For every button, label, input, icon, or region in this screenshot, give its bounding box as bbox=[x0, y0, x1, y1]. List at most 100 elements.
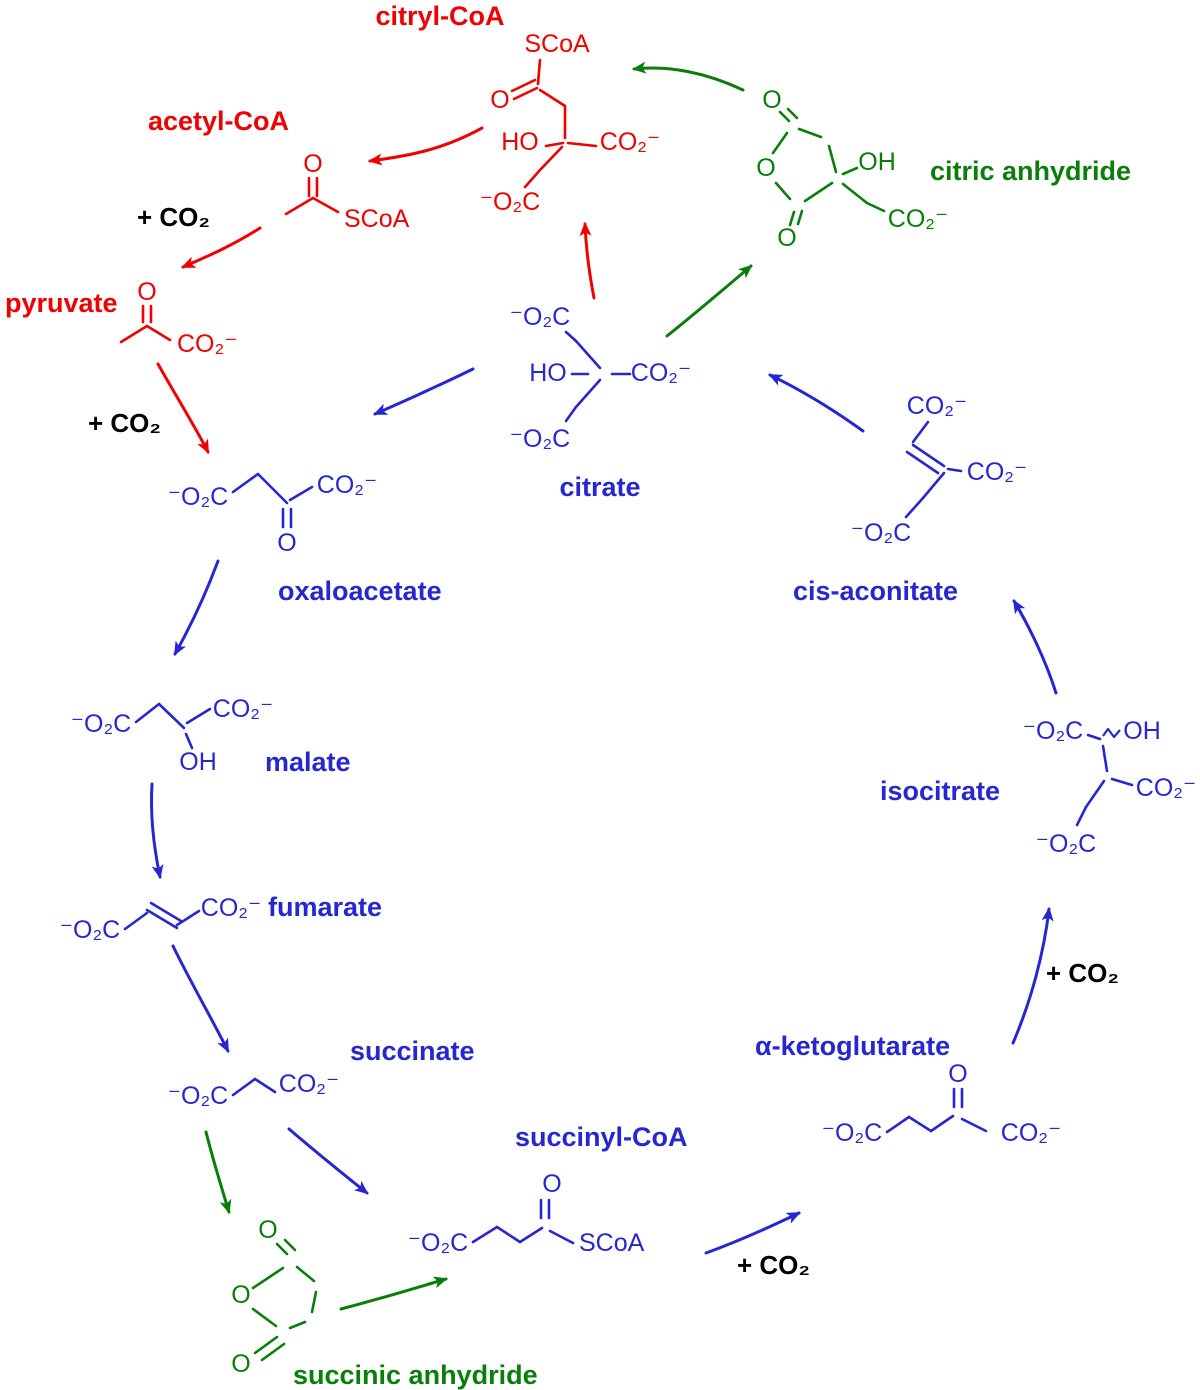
molecule-citrate: HO CO₂⁻ ⁻O₂C ⁻O₂C bbox=[510, 303, 691, 453]
alpha-ketoglutarate-skeleton bbox=[885, 1087, 988, 1134]
malate-label: malate bbox=[265, 747, 351, 777]
arrow-oxaloacetate-to-malate bbox=[173, 559, 220, 656]
molecule-isocitrate: ⁻O₂C OH CO₂⁻ ⁻O₂C bbox=[1023, 717, 1196, 858]
isocitrate-co2-right: CO₂⁻ bbox=[1136, 774, 1196, 802]
arrow-citrate-to-citric-anhydride bbox=[665, 264, 753, 338]
citric-anhydride-o-top: O bbox=[762, 86, 781, 114]
arrow-citric-anhydride-to-citryl-coa bbox=[632, 61, 745, 92]
pyruvate-co2: CO₂⁻ bbox=[177, 330, 237, 358]
citric-anhydride-co2: CO₂⁻ bbox=[888, 205, 948, 233]
acetyl-coa-carbonyl-o: O bbox=[303, 150, 322, 178]
arrow-alpha-ketoglutarate-to-isocitrate bbox=[1011, 907, 1054, 1045]
arrow-citrate-to-citryl-coa bbox=[579, 222, 596, 300]
oxaloacetate-label: oxaloacetate bbox=[278, 576, 442, 606]
arrow-isocitrate-to-cis-aconitate bbox=[1012, 599, 1058, 695]
plus-co2-succinylcoa-to-akg: + CO₂ bbox=[737, 1250, 810, 1280]
arrow-cis-aconitate-to-citrate bbox=[768, 373, 865, 433]
citrate-o2c-top: ⁻O₂C bbox=[510, 303, 570, 331]
cis-aconitate-o2c: ⁻O₂C bbox=[851, 519, 911, 547]
succinate-skeleton bbox=[231, 1077, 277, 1097]
arrow-malate-to-fumarate bbox=[149, 782, 164, 879]
arrow-pyruvate-to-oxaloacetate bbox=[156, 362, 210, 454]
citrate-skeleton bbox=[564, 330, 632, 423]
citrate-co2: CO₂⁻ bbox=[631, 359, 691, 387]
plus-co2-akg-to-isocitrate: + CO₂ bbox=[1046, 958, 1119, 988]
oxaloacetate-skeleton bbox=[231, 472, 314, 529]
citric-anhydride-ring-o: O bbox=[756, 154, 775, 182]
molecule-succinic-anhydride: O O O bbox=[231, 1216, 318, 1378]
cis-aconitate-co2-top: CO₂⁻ bbox=[907, 392, 967, 420]
cis-aconitate-label: cis-aconitate bbox=[793, 576, 958, 606]
plus-co2-pyruvate-to-oxaloacetate: + CO₂ bbox=[88, 408, 161, 438]
citryl-coa-co2: CO₂⁻ bbox=[600, 128, 660, 156]
succinate-label: succinate bbox=[350, 1036, 475, 1066]
molecule-alpha-ketoglutarate: ⁻O₂C O CO₂⁻ bbox=[822, 1060, 1061, 1147]
malate-o2c: ⁻O₂C bbox=[71, 710, 131, 738]
succinyl-coa-o2c: ⁻O₂C bbox=[408, 1229, 468, 1257]
arrow-acetyl-coa-to-pyruvate bbox=[181, 226, 262, 269]
succinic-anhydride-label: succinic anhydride bbox=[293, 1360, 538, 1390]
citryl-coa-label: citryl-CoA bbox=[375, 1, 504, 31]
arrow-succinyl-coa-to-alpha-ketoglutarate bbox=[704, 1211, 801, 1255]
citryl-coa-carbonyl-o: O bbox=[490, 86, 509, 114]
succinate-o2c: ⁻O₂C bbox=[168, 1082, 228, 1110]
cis-aconitate-skeleton bbox=[904, 420, 963, 519]
succinic-anhydride-o-top: O bbox=[258, 1216, 277, 1244]
citric-anhydride-skeleton bbox=[771, 107, 886, 227]
alpha-ketoglutarate-o2c: ⁻O₂C bbox=[822, 1119, 882, 1147]
oxaloacetate-co2: CO₂⁻ bbox=[317, 471, 377, 499]
acetyl-coa-label: acetyl-CoA bbox=[148, 106, 289, 136]
alpha-ketoglutarate-keto-o: O bbox=[948, 1060, 967, 1088]
alpha-ketoglutarate-co2: CO₂⁻ bbox=[1001, 1119, 1061, 1147]
fumarate-skeleton bbox=[123, 901, 201, 931]
citrate-o2c-bottom: ⁻O₂C bbox=[510, 425, 570, 453]
arrow-succinate-to-succinyl-coa bbox=[287, 1127, 369, 1195]
arrow-citrate-to-oxaloacetate bbox=[373, 367, 475, 416]
pyruvate-skeleton bbox=[119, 304, 172, 344]
plus-co2-acetyl-to-pyruvate: + CO₂ bbox=[137, 202, 210, 232]
compound-labels: citryl-CoA acetyl-CoA pyruvate citrate c… bbox=[5, 1, 1131, 1390]
malate-skeleton bbox=[134, 702, 212, 750]
citrate-label: citrate bbox=[559, 472, 640, 502]
molecule-cis-aconitate: CO₂⁻ CO₂⁻ ⁻O₂C bbox=[851, 392, 1027, 547]
molecule-succinyl-coa: ⁻O₂C O SCoA bbox=[408, 1170, 645, 1257]
citryl-coa-ho: HO bbox=[501, 128, 539, 156]
malate-co2: CO₂⁻ bbox=[213, 695, 273, 723]
succinic-anhydride-o-bottom: O bbox=[231, 1350, 250, 1378]
reaction-arrows bbox=[149, 61, 1058, 1311]
succinyl-coa-scoa: SCoA bbox=[579, 1229, 645, 1257]
fumarate-label: fumarate bbox=[268, 892, 382, 922]
citryl-coa-skeleton bbox=[510, 58, 598, 189]
molecule-acetyl-coa: O SCoA bbox=[284, 150, 410, 233]
arrow-succinate-to-succinic-anhydride bbox=[204, 1130, 232, 1214]
fumarate-co2: CO₂⁻ bbox=[201, 894, 261, 922]
oxaloacetate-keto-o: O bbox=[277, 529, 296, 557]
alpha-ketoglutarate-label: α-ketoglutarate bbox=[755, 1031, 950, 1061]
isocitrate-o2c-bottom: ⁻O₂C bbox=[1036, 830, 1096, 858]
malate-oh: OH bbox=[179, 748, 217, 776]
citryl-coa-o2c: ⁻O₂C bbox=[480, 188, 540, 216]
molecule-fumarate: ⁻O₂C CO₂⁻ bbox=[60, 894, 261, 944]
isocitrate-o2c-top: ⁻O₂C bbox=[1023, 717, 1083, 745]
succinyl-coa-skeleton bbox=[471, 1198, 575, 1245]
succinate-co2: CO₂⁻ bbox=[279, 1070, 339, 1098]
citric-anhydride-oh: OH bbox=[858, 148, 896, 176]
citrate-ho: HO bbox=[529, 359, 567, 387]
molecule-citric-anhydride: O O O OH CO₂⁻ bbox=[756, 86, 948, 252]
pyruvate-carbonyl-o: O bbox=[137, 278, 156, 306]
citryl-coa-scoa: SCoA bbox=[524, 30, 590, 58]
acetyl-coa-scoa: SCoA bbox=[344, 205, 410, 233]
citric-anhydride-label: citric anhydride bbox=[930, 156, 1131, 186]
molecule-malate: ⁻O₂C OH CO₂⁻ bbox=[71, 695, 273, 776]
citric-anhydride-o-bottom: O bbox=[777, 224, 796, 252]
succinyl-coa-carbonyl-o: O bbox=[542, 1170, 561, 1198]
succinyl-coa-label: succinyl-CoA bbox=[515, 1122, 688, 1152]
oxaloacetate-o2c: ⁻O₂C bbox=[168, 483, 228, 511]
molecule-succinate: ⁻O₂C CO₂⁻ bbox=[168, 1070, 339, 1110]
cis-aconitate-co2-right: CO₂⁻ bbox=[967, 458, 1027, 486]
molecule-citryl-coa: SCoA O HO CO₂⁻ ⁻O₂C bbox=[480, 30, 660, 216]
isocitrate-label: isocitrate bbox=[880, 776, 1000, 806]
arrow-fumarate-to-succinate bbox=[171, 944, 230, 1053]
